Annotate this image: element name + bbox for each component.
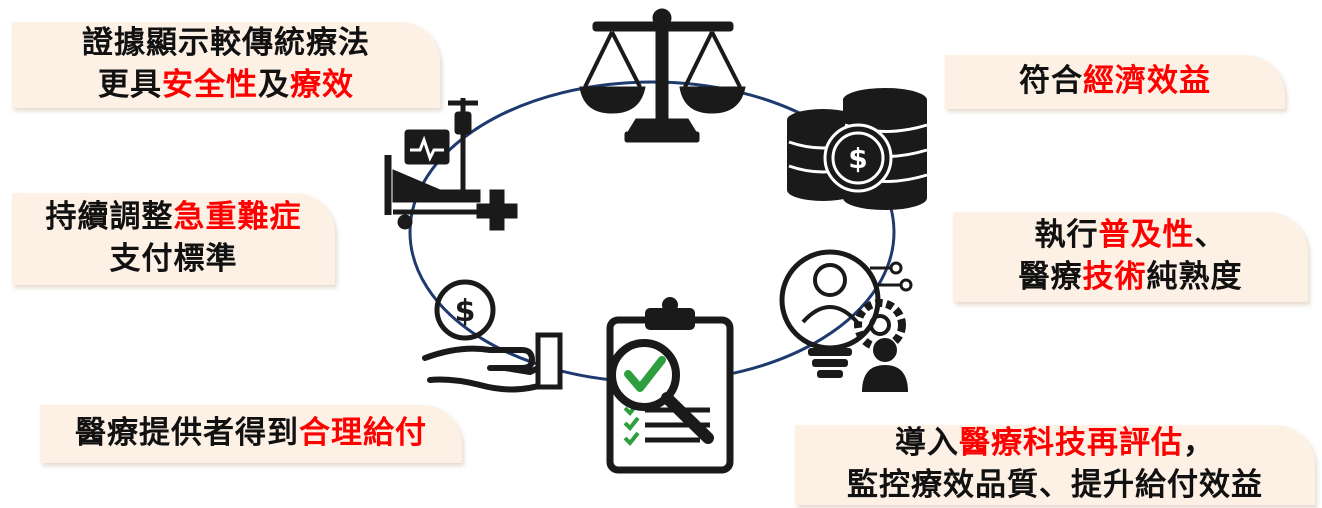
text: ， — [1183, 425, 1215, 462]
coins-dollar-icon: $ — [787, 88, 928, 210]
highlight-text: 普及性 — [1098, 217, 1195, 254]
text: 支付標準 — [109, 241, 238, 277]
box-safety-efficacy: 證據顯示較傳統療法 更具安全性及療效 — [12, 22, 440, 108]
box-reasonable-payment: 醫療提供者得到合理給付 — [40, 405, 462, 463]
box-line: 更具安全性及療效 — [98, 65, 354, 107]
text: 監控療效品質、提升給付效益 — [847, 467, 1263, 503]
text: 純熟度 — [1146, 259, 1243, 295]
highlight-text: 急重難症 — [173, 199, 302, 236]
box-line: 符合經濟效益 — [1019, 61, 1211, 103]
highlight-text: 合理給付 — [299, 415, 427, 452]
box-popularity-proficiency: 執行普及性、 醫療技術純熟度 — [953, 212, 1308, 302]
text: 證據顯示較傳統療法 — [82, 25, 370, 62]
box-line: 支付標準 — [110, 239, 238, 281]
box-line: 持續調整急重難症 — [46, 197, 302, 239]
hand-coin-icon: $ — [422, 279, 563, 393]
box-line: 執行普及性、 — [1035, 215, 1227, 257]
svg-text:$: $ — [455, 294, 476, 329]
box-line: 證據顯示較傳統療法 — [82, 23, 370, 65]
text: 導入 — [895, 425, 959, 462]
idea-person-gear-icon — [779, 249, 913, 392]
text: 更具 — [98, 67, 162, 103]
highlight-text: 醫療科技再評估 — [959, 425, 1183, 462]
text: 符合 — [1019, 63, 1083, 100]
box-line: 導入醫療科技再評估， — [895, 423, 1215, 465]
text: 醫療提供者得到 — [75, 415, 299, 452]
box-line: 醫療技術純熟度 — [1019, 257, 1243, 299]
box-hta: 導入醫療科技再評估， 監控療效品質、提升給付效益 — [795, 425, 1315, 505]
text: 醫療 — [1018, 259, 1083, 295]
box-line: 監控療效品質、提升給付效益 — [847, 465, 1263, 507]
box-payment-standard: 持續調整急重難症 支付標準 — [12, 193, 335, 285]
text: 執行 — [1034, 217, 1099, 254]
highlight-text: 療效 — [290, 67, 354, 103]
highlight-text: 技術 — [1082, 259, 1147, 295]
text: 、 — [1194, 217, 1227, 254]
clipboard-magnifier-icon — [606, 297, 734, 474]
text: 及 — [258, 67, 290, 103]
svg-text:$: $ — [848, 142, 867, 175]
text: 持續調整 — [45, 199, 174, 236]
scale-icon — [579, 8, 746, 143]
hospital-bed-icon — [384, 98, 518, 231]
highlight-text: 經濟效益 — [1083, 63, 1211, 100]
highlight-text: 安全性 — [162, 67, 258, 103]
box-economic-benefit: 符合經濟效益 — [945, 55, 1285, 109]
box-line: 醫療提供者得到合理給付 — [75, 413, 427, 455]
